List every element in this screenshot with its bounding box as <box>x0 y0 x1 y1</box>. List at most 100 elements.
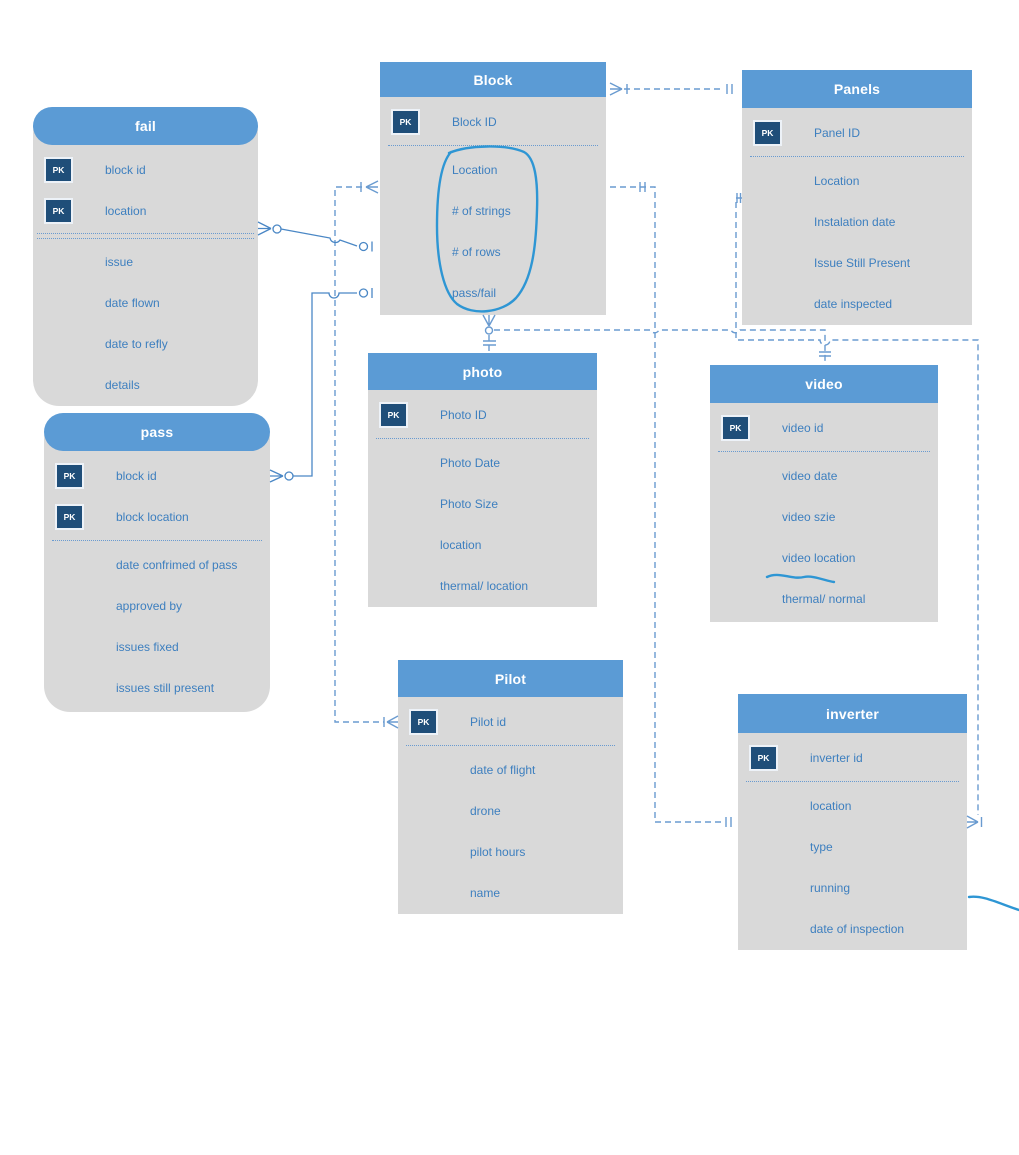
field-row[interactable]: location <box>368 524 597 565</box>
pk-divider <box>37 233 254 239</box>
field-name: pass/fail <box>452 285 497 300</box>
field-name: Block ID <box>452 114 497 129</box>
field-row[interactable]: Photo Size <box>368 483 597 524</box>
field-row[interactable]: video date <box>710 455 938 496</box>
field-name: block location <box>116 509 189 524</box>
connector-block-inverter-left <box>610 186 724 823</box>
pk-divider <box>746 781 959 782</box>
field-row[interactable]: name <box>398 872 623 913</box>
field-row[interactable]: date of inspection <box>738 908 967 949</box>
field-name: inverter id <box>810 750 863 765</box>
entity-pilot-title: Pilot <box>398 660 623 697</box>
field-name: date confrimed of pass <box>116 557 238 572</box>
field-row[interactable]: date of flight <box>398 749 623 790</box>
field-name: date to refly <box>105 336 168 351</box>
field-name: Location <box>814 173 860 188</box>
pk-badge: PK <box>46 199 71 222</box>
field-row[interactable]: Photo Date <box>368 442 597 483</box>
field-name: Photo Size <box>440 496 499 511</box>
field-name: video date <box>782 468 838 483</box>
field-name: thermal/ location <box>440 578 529 593</box>
field-name: block id <box>116 468 157 483</box>
field-name: pilot hours <box>470 844 526 859</box>
field-row[interactable]: issues still present <box>44 667 270 708</box>
entity-inverter-title: inverter <box>738 694 967 733</box>
entity-video-title: video <box>710 365 938 403</box>
field-name: issues still present <box>116 680 215 695</box>
entity-pass-title: pass <box>44 413 270 451</box>
pk-badge: PK <box>755 121 780 144</box>
field-row[interactable]: thermal/ location <box>368 565 597 606</box>
field-row[interactable]: details <box>33 364 258 405</box>
field-name: running <box>810 880 851 895</box>
field-name: video id <box>782 420 824 435</box>
field-name: location <box>440 537 482 552</box>
field-row[interactable]: PK Panel ID <box>742 112 972 153</box>
field-row[interactable]: date flown <box>33 282 258 323</box>
field-row[interactable]: date inspected <box>742 283 972 324</box>
pk-badge: PK <box>411 710 436 733</box>
field-row[interactable]: drone <box>398 790 623 831</box>
field-name: video szie <box>782 509 836 524</box>
field-name: location <box>810 798 852 813</box>
field-row[interactable]: Instalation date <box>742 201 972 242</box>
field-row[interactable]: Location <box>380 149 606 190</box>
field-name: Location <box>452 162 498 177</box>
pk-divider <box>376 438 589 439</box>
field-row[interactable]: approved by <box>44 585 270 626</box>
entity-panels[interactable]: Panels PK Panel ID Location Instalation d… <box>742 70 972 325</box>
field-name: date of inspection <box>810 921 905 936</box>
field-row[interactable]: location <box>738 785 967 826</box>
field-row[interactable]: issue <box>33 241 258 282</box>
field-name: Photo ID <box>440 407 487 422</box>
field-row[interactable]: thermal/ normal <box>710 578 938 619</box>
entity-panels-title: Panels <box>742 70 972 108</box>
field-name: block id <box>105 162 146 177</box>
entity-photo-title: photo <box>368 353 597 390</box>
field-row[interactable]: Location <box>742 160 972 201</box>
field-row[interactable]: # of rows <box>380 231 606 272</box>
field-name: issues fixed <box>116 639 179 654</box>
field-row[interactable]: video location <box>710 537 938 578</box>
pk-badge: PK <box>393 110 418 133</box>
field-row[interactable]: pass/fail <box>380 272 606 313</box>
entity-fail-title: fail <box>33 107 258 145</box>
field-row[interactable]: date to refly <box>33 323 258 364</box>
field-name: # of rows <box>452 244 501 259</box>
field-name: date flown <box>105 295 160 310</box>
field-row[interactable]: video szie <box>710 496 938 537</box>
field-row[interactable]: date confrimed of pass <box>44 544 270 585</box>
field-row[interactable]: PK Block ID <box>380 101 606 142</box>
field-row[interactable]: issues fixed <box>44 626 270 667</box>
field-row[interactable]: # of strings <box>380 190 606 231</box>
pk-divider <box>750 156 964 157</box>
field-name: type <box>810 839 833 854</box>
field-row[interactable]: running <box>738 867 967 908</box>
field-row[interactable]: Issue Still Present <box>742 242 972 283</box>
field-name: approved by <box>116 598 183 613</box>
field-row[interactable]: type <box>738 826 967 867</box>
field-name: Photo Date <box>440 455 501 470</box>
field-name: Panel ID <box>814 125 861 140</box>
pk-divider <box>388 145 598 146</box>
field-name: drone <box>470 803 501 818</box>
field-row[interactable]: pilot hours <box>398 831 623 872</box>
connector-pass-block <box>293 292 357 477</box>
field-name: video location <box>782 550 856 565</box>
